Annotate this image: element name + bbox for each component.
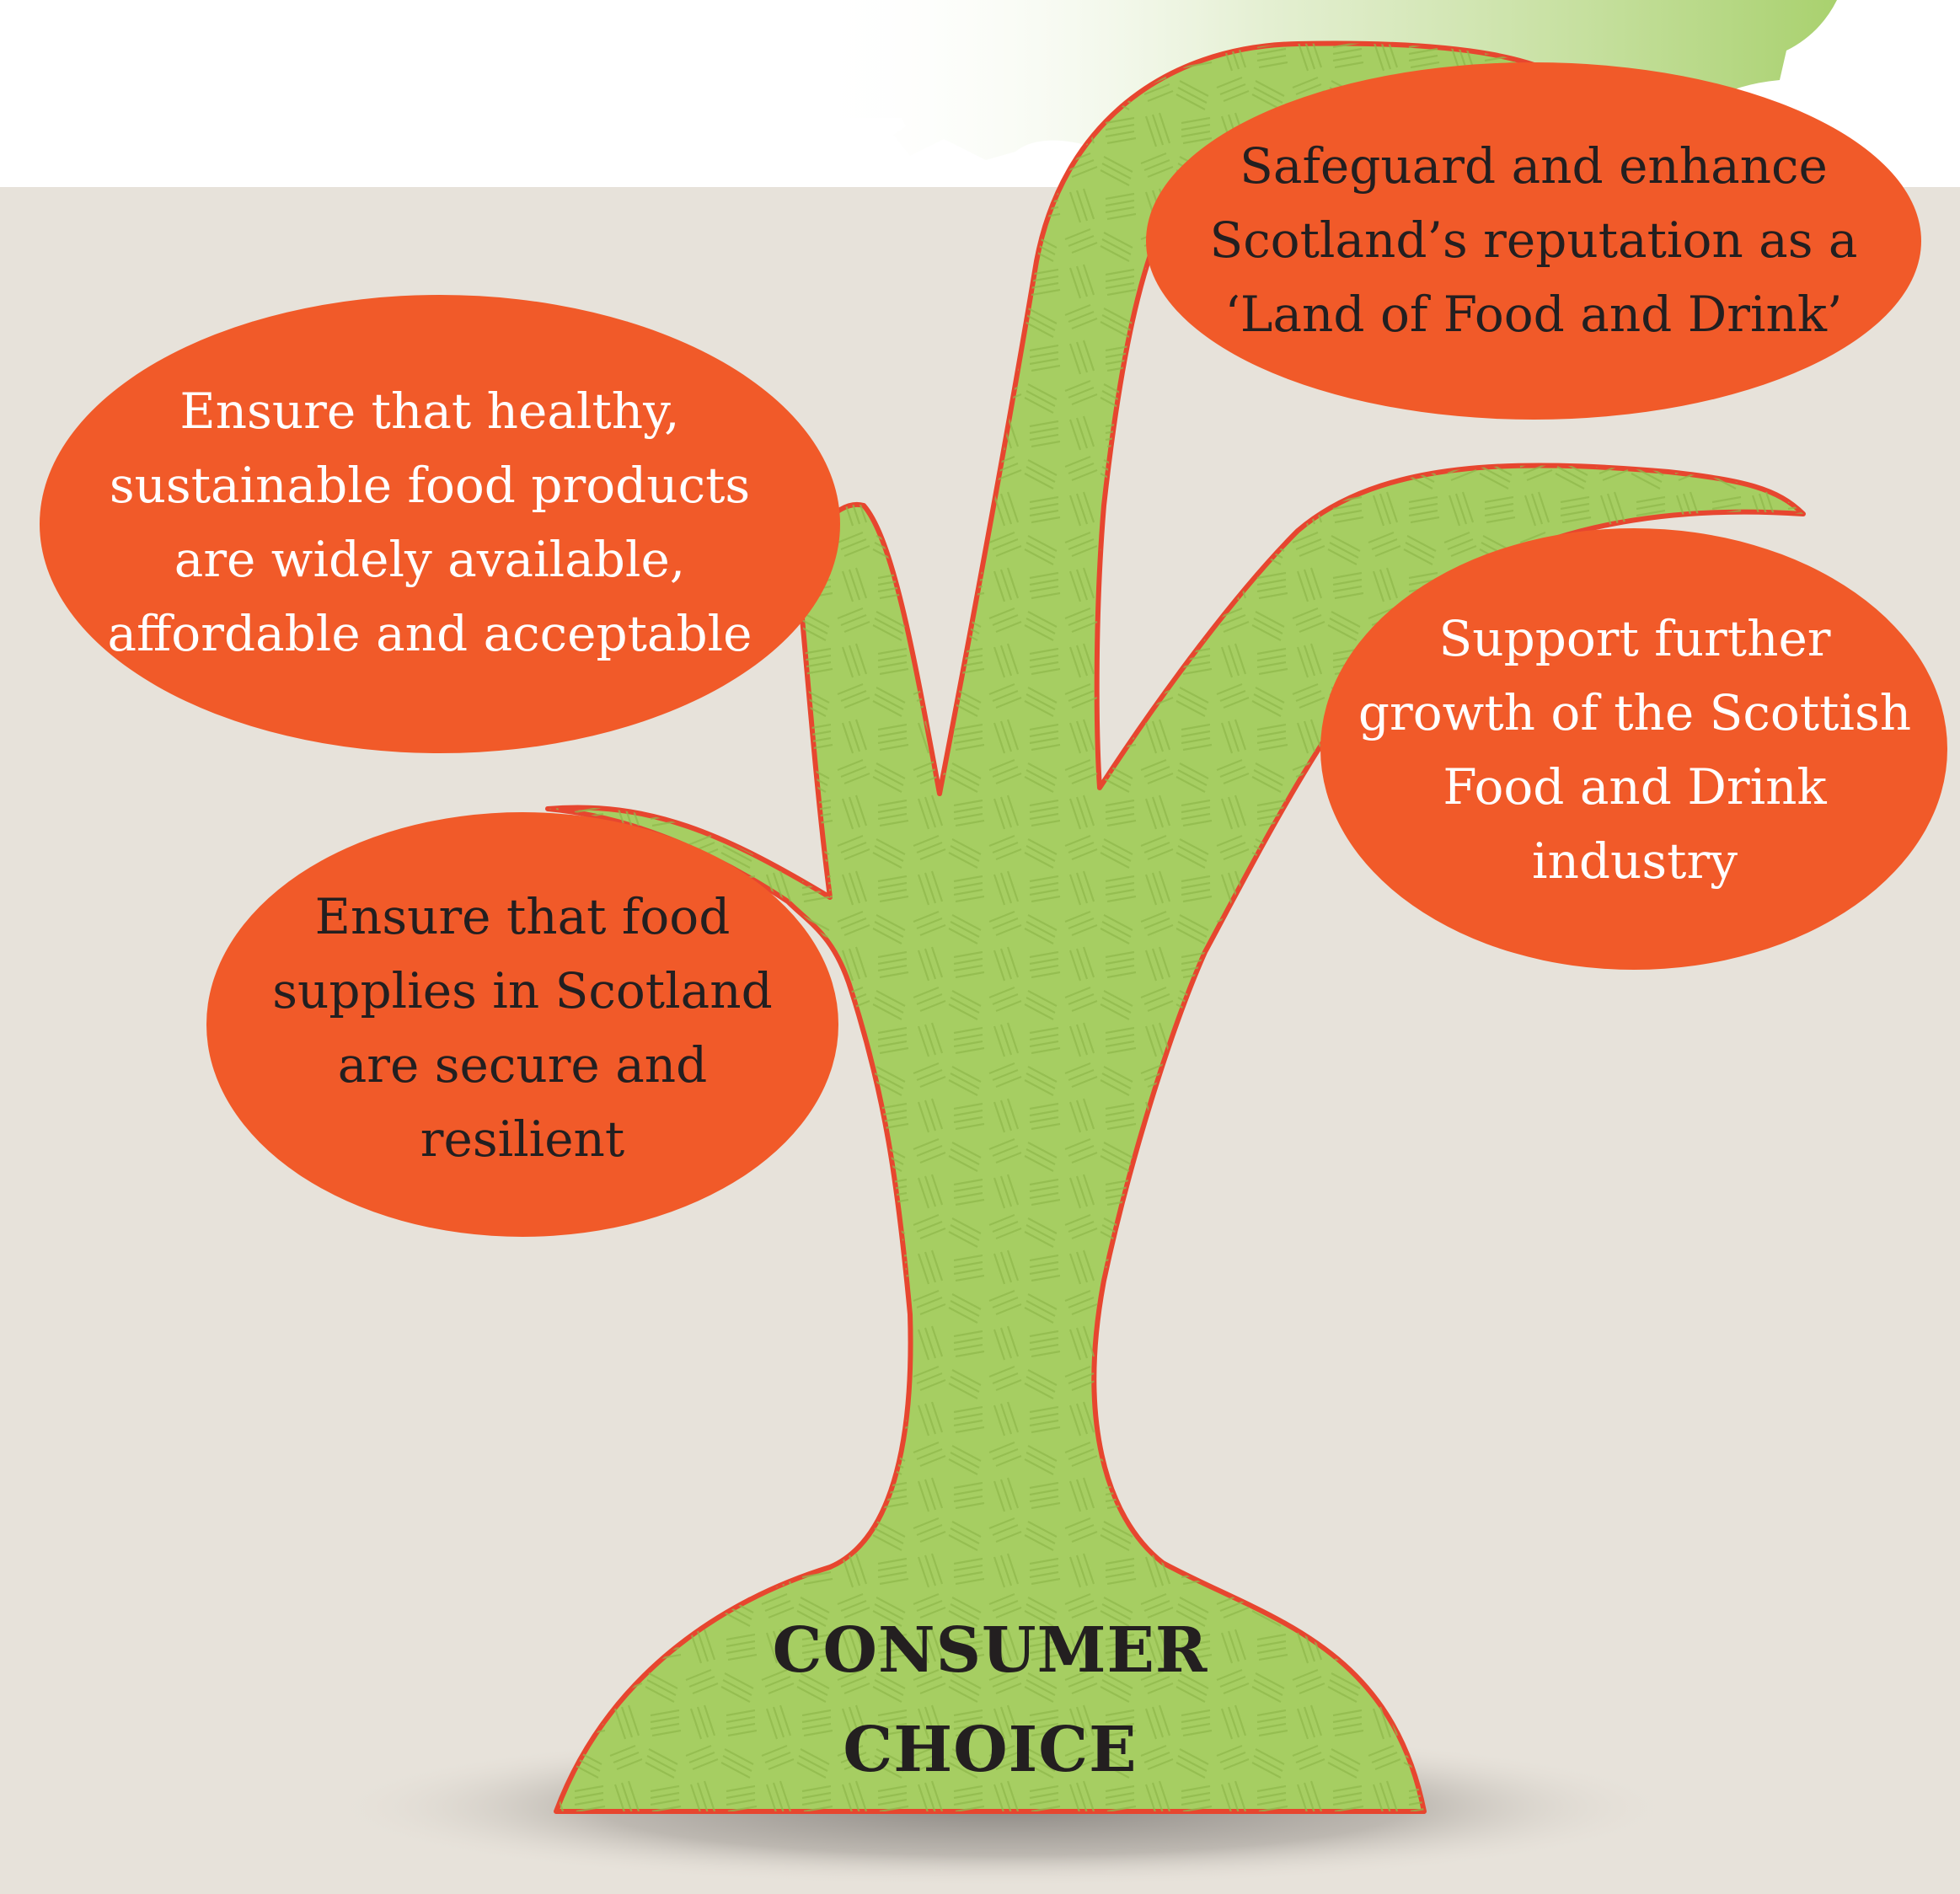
bubble-growth <box>1320 528 1947 970</box>
root-label-consumer-choice: CONSUMER CHOICE <box>772 1614 1208 1786</box>
outcome-growth-text: Support further growth of the Scottish F… <box>1358 610 1912 890</box>
outcome-supplies-text: Ensure that food supplies in Scotland ar… <box>272 888 773 1168</box>
outcome-reputation-text: Safeguard and enhance Scotland’s reputat… <box>1209 137 1858 343</box>
bubble-reputation <box>1146 62 1921 420</box>
tree-trunk-texture <box>548 43 1803 1812</box>
bubble-healthy <box>40 295 840 753</box>
outcome-healthy-text: Ensure that healthy, sustainable food pr… <box>107 383 752 662</box>
bubble-supplies <box>206 812 838 1237</box>
